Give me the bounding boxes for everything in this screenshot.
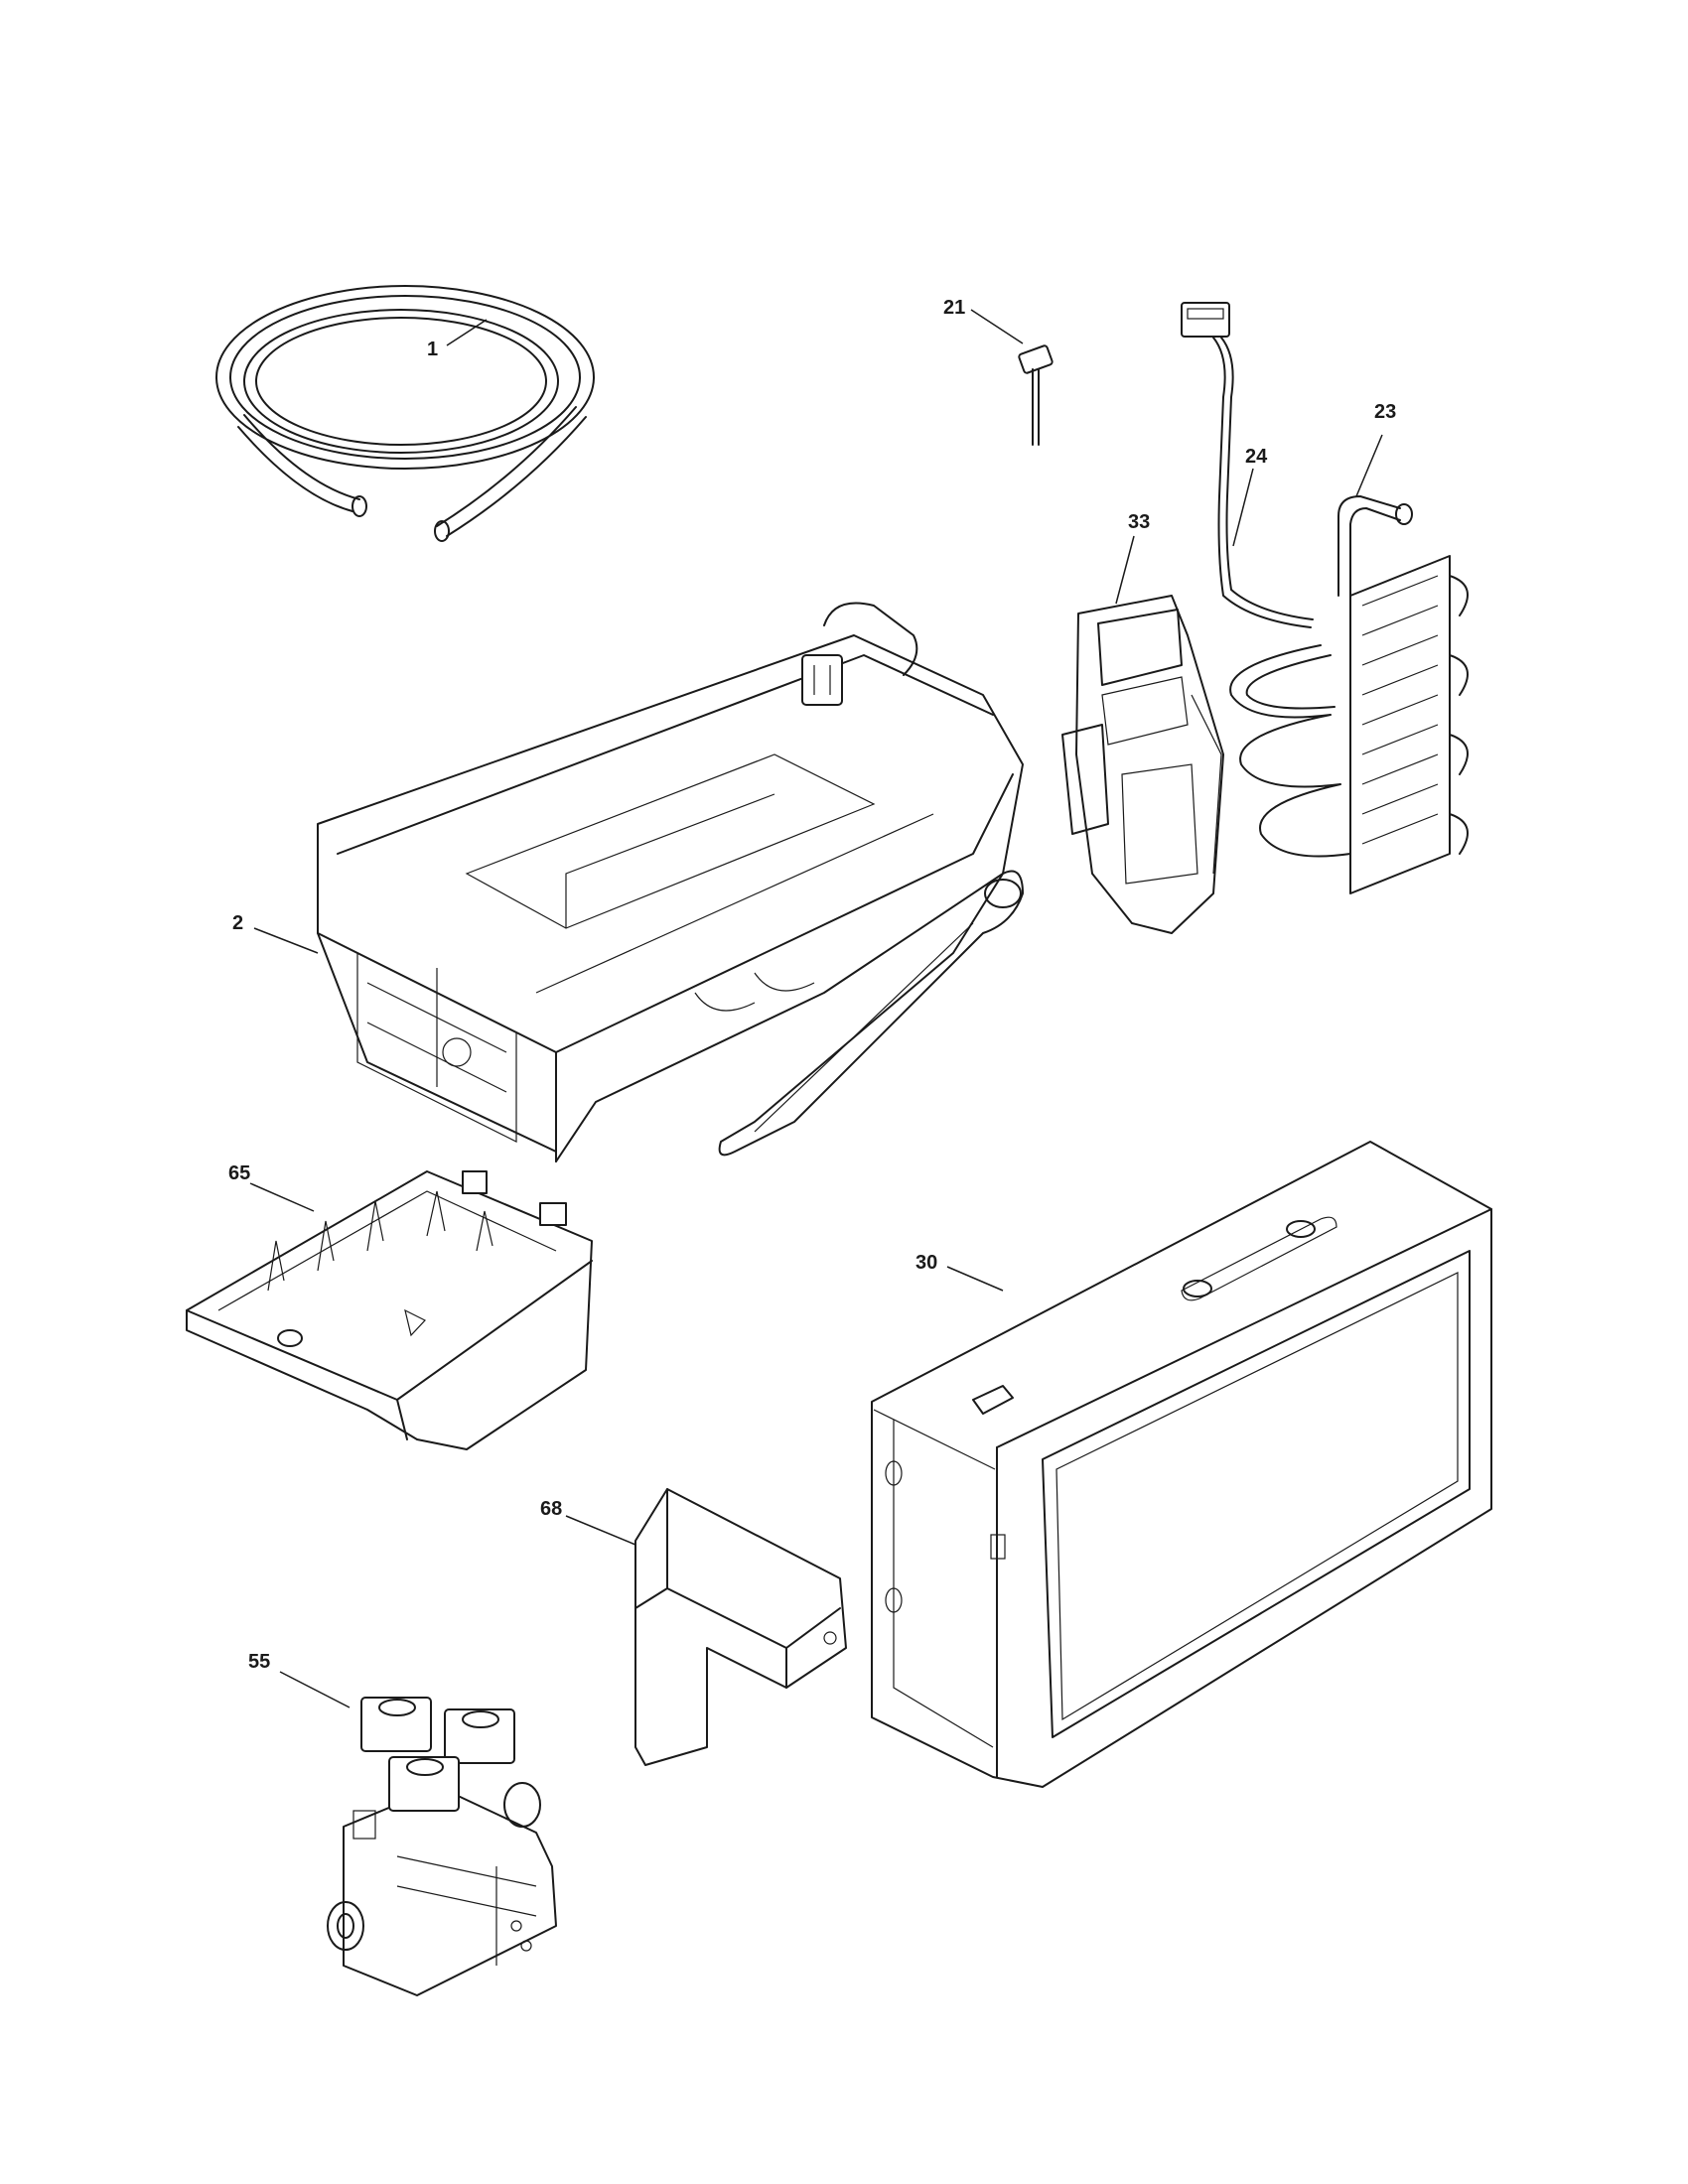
- leader-33: [1115, 535, 1135, 605]
- part-24-wire-harness: [1181, 302, 1314, 628]
- part-21-sensor-probe: [1018, 344, 1054, 446]
- callout-labels: 1 21 24 23 33 2 65 30 68 55: [228, 297, 1396, 1673]
- leader-68: [565, 1515, 636, 1546]
- leader-2: [253, 927, 319, 954]
- part-55-water-valve: [327, 1697, 557, 1996]
- leader-30: [946, 1266, 1004, 1292]
- leader-24: [1232, 468, 1254, 547]
- part-2-ice-maker-assembly: [317, 602, 1024, 1162]
- callout-33: 33: [1128, 511, 1150, 533]
- callout-65: 65: [228, 1162, 250, 1184]
- callout-30: 30: [915, 1252, 937, 1274]
- callout-55: 55: [248, 1651, 270, 1673]
- leader-1: [446, 319, 488, 346]
- part-1-water-tube-coil: [215, 285, 595, 542]
- part-30-housing: [871, 1141, 1492, 1788]
- callout-1: 1: [427, 339, 438, 360]
- leader-65: [249, 1182, 315, 1212]
- leader-21: [970, 309, 1024, 344]
- callout-2: 2: [232, 912, 243, 934]
- callout-21: 21: [943, 297, 965, 319]
- leader-23: [1355, 434, 1383, 497]
- callout-24: 24: [1245, 446, 1268, 468]
- part-65-ice-tray: [186, 1170, 593, 1450]
- callout-68: 68: [540, 1498, 562, 1520]
- callout-23: 23: [1374, 401, 1396, 423]
- part-33-control-housing: [1061, 595, 1224, 934]
- leader-lines: [249, 309, 1383, 1708]
- leader-55: [279, 1671, 351, 1708]
- part-23-heater-coil: [1229, 495, 1469, 894]
- part-68-chute-cover: [634, 1488, 847, 1766]
